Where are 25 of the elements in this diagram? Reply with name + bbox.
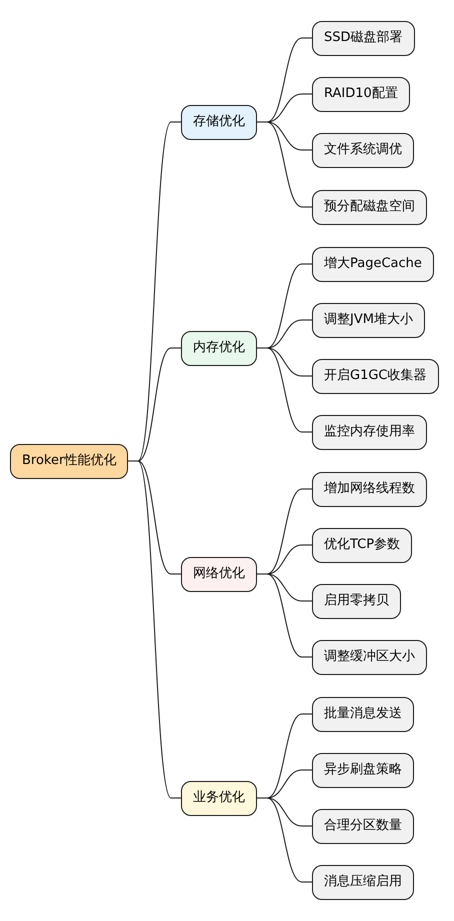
topic-box: 批量消息发送 [312,696,414,732]
topic-box: 调整缓冲区大小 [312,640,427,674]
topic-box: 调整JVM堆大小 [312,302,425,338]
topic-box: 存储优化 [181,104,257,140]
topic-box: Broker性能优化 [10,444,128,478]
connector-line [256,122,312,208]
topic-box: RAID10配置 [312,76,410,112]
topic-box: 增加网络线程数 [312,472,427,506]
topic-box: 监控内存使用率 [312,414,427,450]
topic-box: 预分配磁盘空间 [312,190,427,224]
topic-box: 业务优化 [181,780,257,816]
topic-box: 消息压缩启用 [312,864,414,900]
topic-box: 内存优化 [181,330,257,366]
connector-line [256,798,312,882]
connector-line [256,348,312,432]
topic-box: 优化TCP参数 [312,528,412,562]
topic-box: SSD磁盘部署 [312,20,415,56]
connector-line [256,574,312,658]
topic-box: 开启G1GC收集器 [312,358,438,394]
topic-box: 文件系统调优 [312,132,414,168]
topic-box: 网络优化 [181,556,257,592]
topic-box: 增大PageCache [312,246,434,282]
topic-box: 异步刷盘策略 [312,752,414,788]
topic-box: 启用零拷贝 [312,584,401,618]
topic-box: 合理分区数量 [312,808,414,844]
